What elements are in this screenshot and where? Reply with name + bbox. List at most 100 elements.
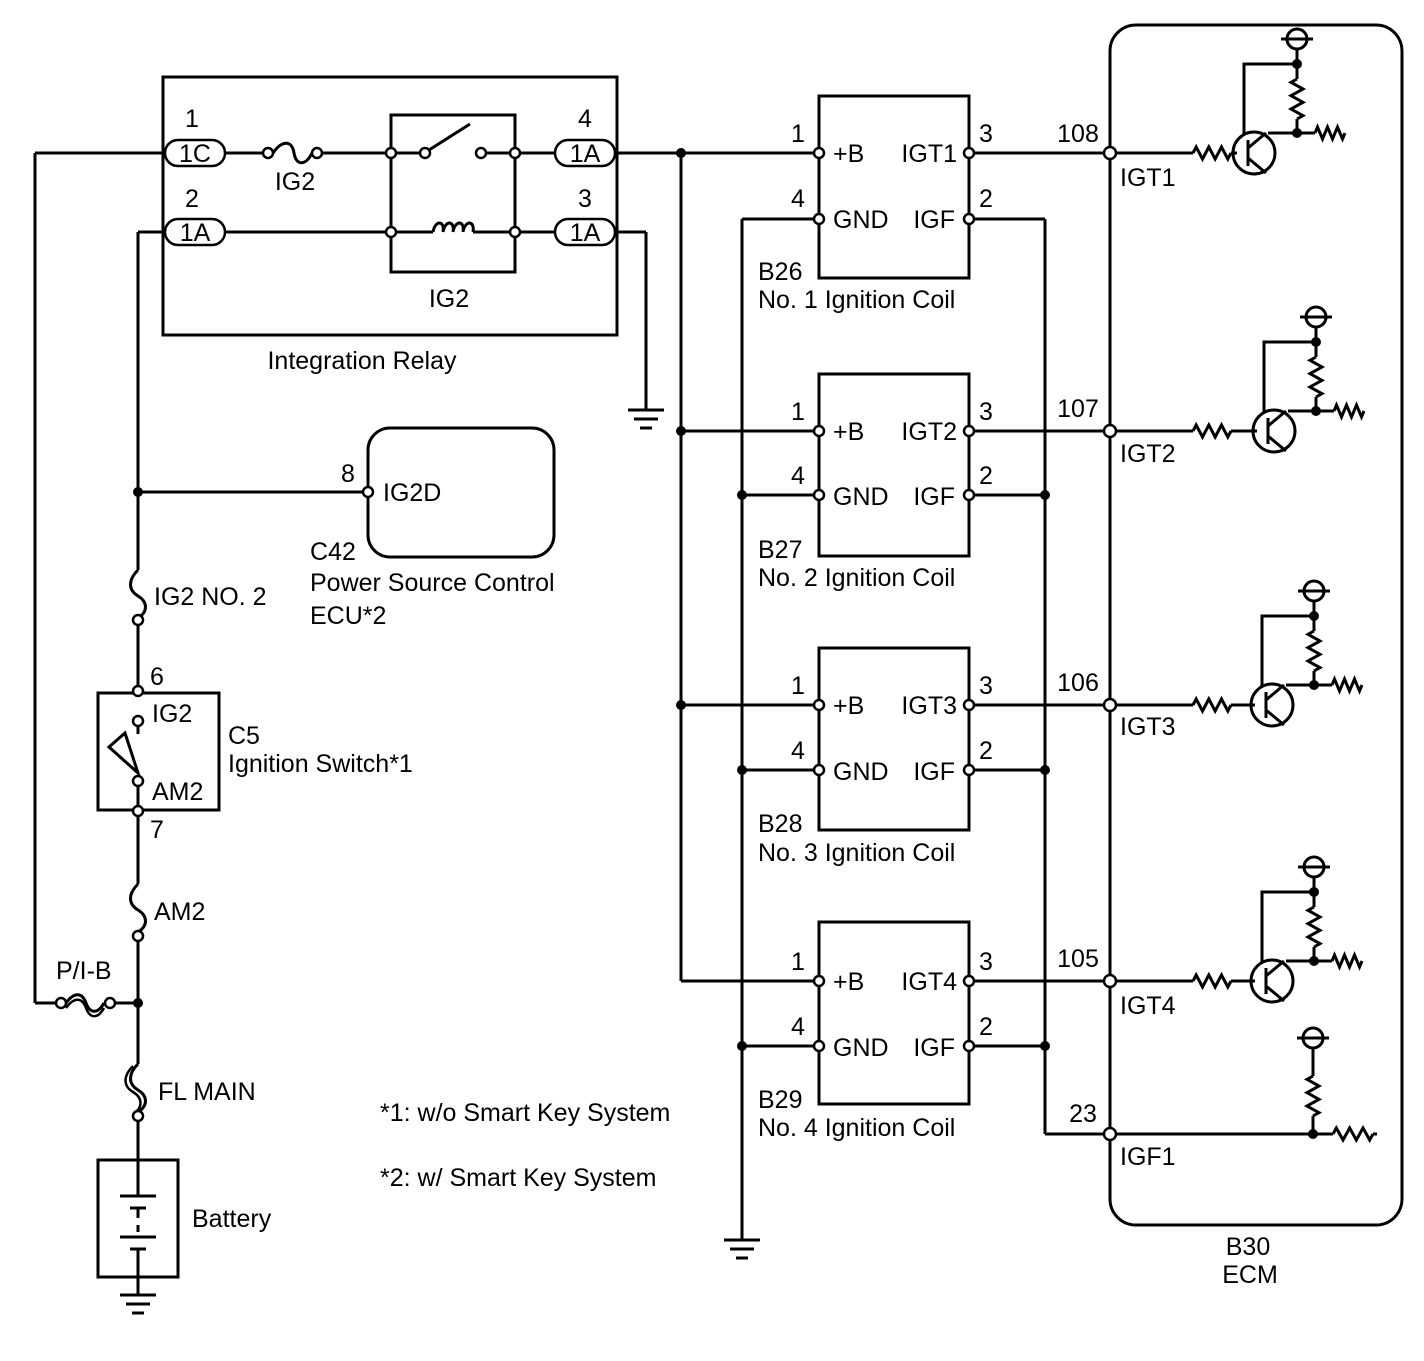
terminal-label: IGT4 (1120, 992, 1176, 1020)
terminal-label: IGT3 (901, 692, 957, 720)
footnote: *1: w/o Smart Key System (380, 1099, 670, 1127)
terminal-label: IGT1 (901, 140, 957, 168)
footnote: *2: w/ Smart Key System (380, 1164, 656, 1192)
pin-number: 107 (1057, 395, 1099, 423)
terminal-label: +B (833, 968, 864, 996)
component-name: No. 3 Ignition Coil (758, 839, 955, 867)
component-code: B27 (758, 536, 802, 564)
component-code: B29 (758, 1086, 802, 1114)
integration-relay: 1C 1A 1A 1A 1 2 4 3 IG2 IG2 Integration … (161, 75, 619, 375)
terminal-label: IG2D (383, 479, 441, 507)
base-resistor-icon (1191, 421, 1233, 441)
fuse-ig2-no2-symbol (129, 568, 147, 620)
pin-number: 2 (185, 185, 199, 213)
terminal-label: +B (833, 418, 864, 446)
ignition-switch: 6 7 IG2 AM2 C5 Ignition Switch*1 (96, 663, 413, 844)
pullup-resistor-icon (1304, 629, 1324, 673)
component-name-suffix: ECU*2 (310, 602, 386, 630)
connector-label: 1A (570, 140, 601, 168)
ignition-coil-b26: 1 4 3 2 +B GND IGT1 IGF B26 No. 1 Igniti… (758, 94, 993, 314)
pin-number: 3 (979, 672, 993, 700)
wire (1260, 614, 1314, 687)
relay-coil-symbol (431, 221, 475, 233)
ground-icon (628, 408, 664, 430)
component-code: C5 (228, 722, 260, 750)
fusible-link-pib-symbol (64, 993, 106, 1013)
terminal-label: IGT2 (1120, 440, 1176, 468)
connector-label: 1A (180, 219, 211, 247)
pin-number: 3 (578, 185, 592, 213)
transistor-icon (1249, 682, 1295, 728)
base-resistor-icon (1191, 695, 1233, 715)
ignition-coil-b29: 1 4 3 2 +B GND IGT4 IGF B29 No. 4 Igniti… (758, 920, 993, 1142)
pullup-resistor-icon (1303, 1074, 1323, 1118)
terminal-label: IGT3 (1120, 713, 1176, 741)
ignition-coil-b28: 1 4 3 2 +B GND IGT3 IGF B28 No. 3 Igniti… (758, 646, 993, 867)
terminal-label: +B (833, 692, 864, 720)
transistor-emitter (1247, 156, 1267, 175)
pin-number: 4 (791, 185, 805, 213)
resistor-icon (1332, 401, 1366, 421)
relay-ig2-label: IG2 (429, 285, 469, 313)
wire (1260, 890, 1314, 963)
terminal-label: GND (833, 1034, 889, 1062)
pin-number: 7 (150, 816, 164, 844)
component-name: ECM (1222, 1261, 1278, 1289)
transistor-icon (1251, 408, 1297, 454)
transistor-collector (1267, 409, 1287, 428)
component-name: No. 4 Ignition Coil (758, 1114, 955, 1142)
pin-number: 6 (150, 663, 164, 691)
terminal-label: IGF (913, 206, 955, 234)
relay-switch-contact (428, 122, 471, 152)
transistor-collector (1265, 683, 1285, 702)
ground-icon (724, 1238, 760, 1260)
ground-icon (120, 1293, 156, 1315)
terminal-label: IGT4 (901, 968, 957, 996)
fuse-am2-symbol (129, 882, 147, 934)
terminal-label: IGT2 (901, 418, 957, 446)
transistor-emitter (1265, 708, 1285, 727)
component-name: Ignition Switch*1 (228, 750, 413, 778)
fuse-am2-label: AM2 (154, 898, 205, 926)
transistor-collector (1265, 959, 1285, 978)
terminal-label: +B (833, 140, 864, 168)
base-resistor-icon (1191, 971, 1233, 991)
terminal-label: IGF1 (1120, 1143, 1176, 1171)
transistor-emitter (1265, 984, 1285, 1003)
pin-number: 1 (185, 105, 199, 133)
component-code: B30 (1226, 1233, 1270, 1261)
fusible-link-pib-label: P/I-B (56, 957, 112, 985)
battery-label: Battery (192, 1205, 272, 1233)
ecm-driver-circuits (1116, 27, 1377, 1144)
terminal-label: IGF (913, 1034, 955, 1062)
fuse-ig2-label: IG2 (275, 168, 315, 196)
transistor-emitter (1267, 434, 1287, 453)
pin-number: 1 (791, 120, 805, 148)
connector-label: 1A (570, 219, 601, 247)
coil-feed-wiring (615, 148, 1104, 1260)
transistor-icon (1231, 130, 1277, 176)
integration-relay-label: Integration Relay (267, 347, 457, 375)
resistor-icon (1313, 123, 1347, 143)
fuse-ig2-no2-label: IG2 NO. 2 (154, 583, 267, 611)
terminal-label: GND (833, 206, 889, 234)
fuse-ig2-symbol (271, 141, 314, 165)
transistor-icon (1249, 958, 1295, 1004)
terminal-label: GND (833, 483, 889, 511)
wire (1242, 62, 1297, 135)
pin-number: 2 (979, 1013, 993, 1041)
pin-number: 106 (1057, 669, 1099, 697)
resistor-icon (1330, 675, 1364, 695)
component-name: No. 1 Ignition Coil (758, 286, 955, 314)
pin-number: 1 (791, 672, 805, 700)
pin-number: 1 (791, 948, 805, 976)
pin-number: 2 (979, 737, 993, 765)
component-code: C42 (310, 538, 356, 566)
pin-number: 4 (791, 737, 805, 765)
pin-number: 4 (791, 462, 805, 490)
component-code: B28 (758, 810, 802, 838)
component-name: No. 2 Ignition Coil (758, 564, 955, 592)
fusible-link-fl-main-symbol (129, 1062, 147, 1114)
pin-number: 108 (1057, 120, 1099, 148)
